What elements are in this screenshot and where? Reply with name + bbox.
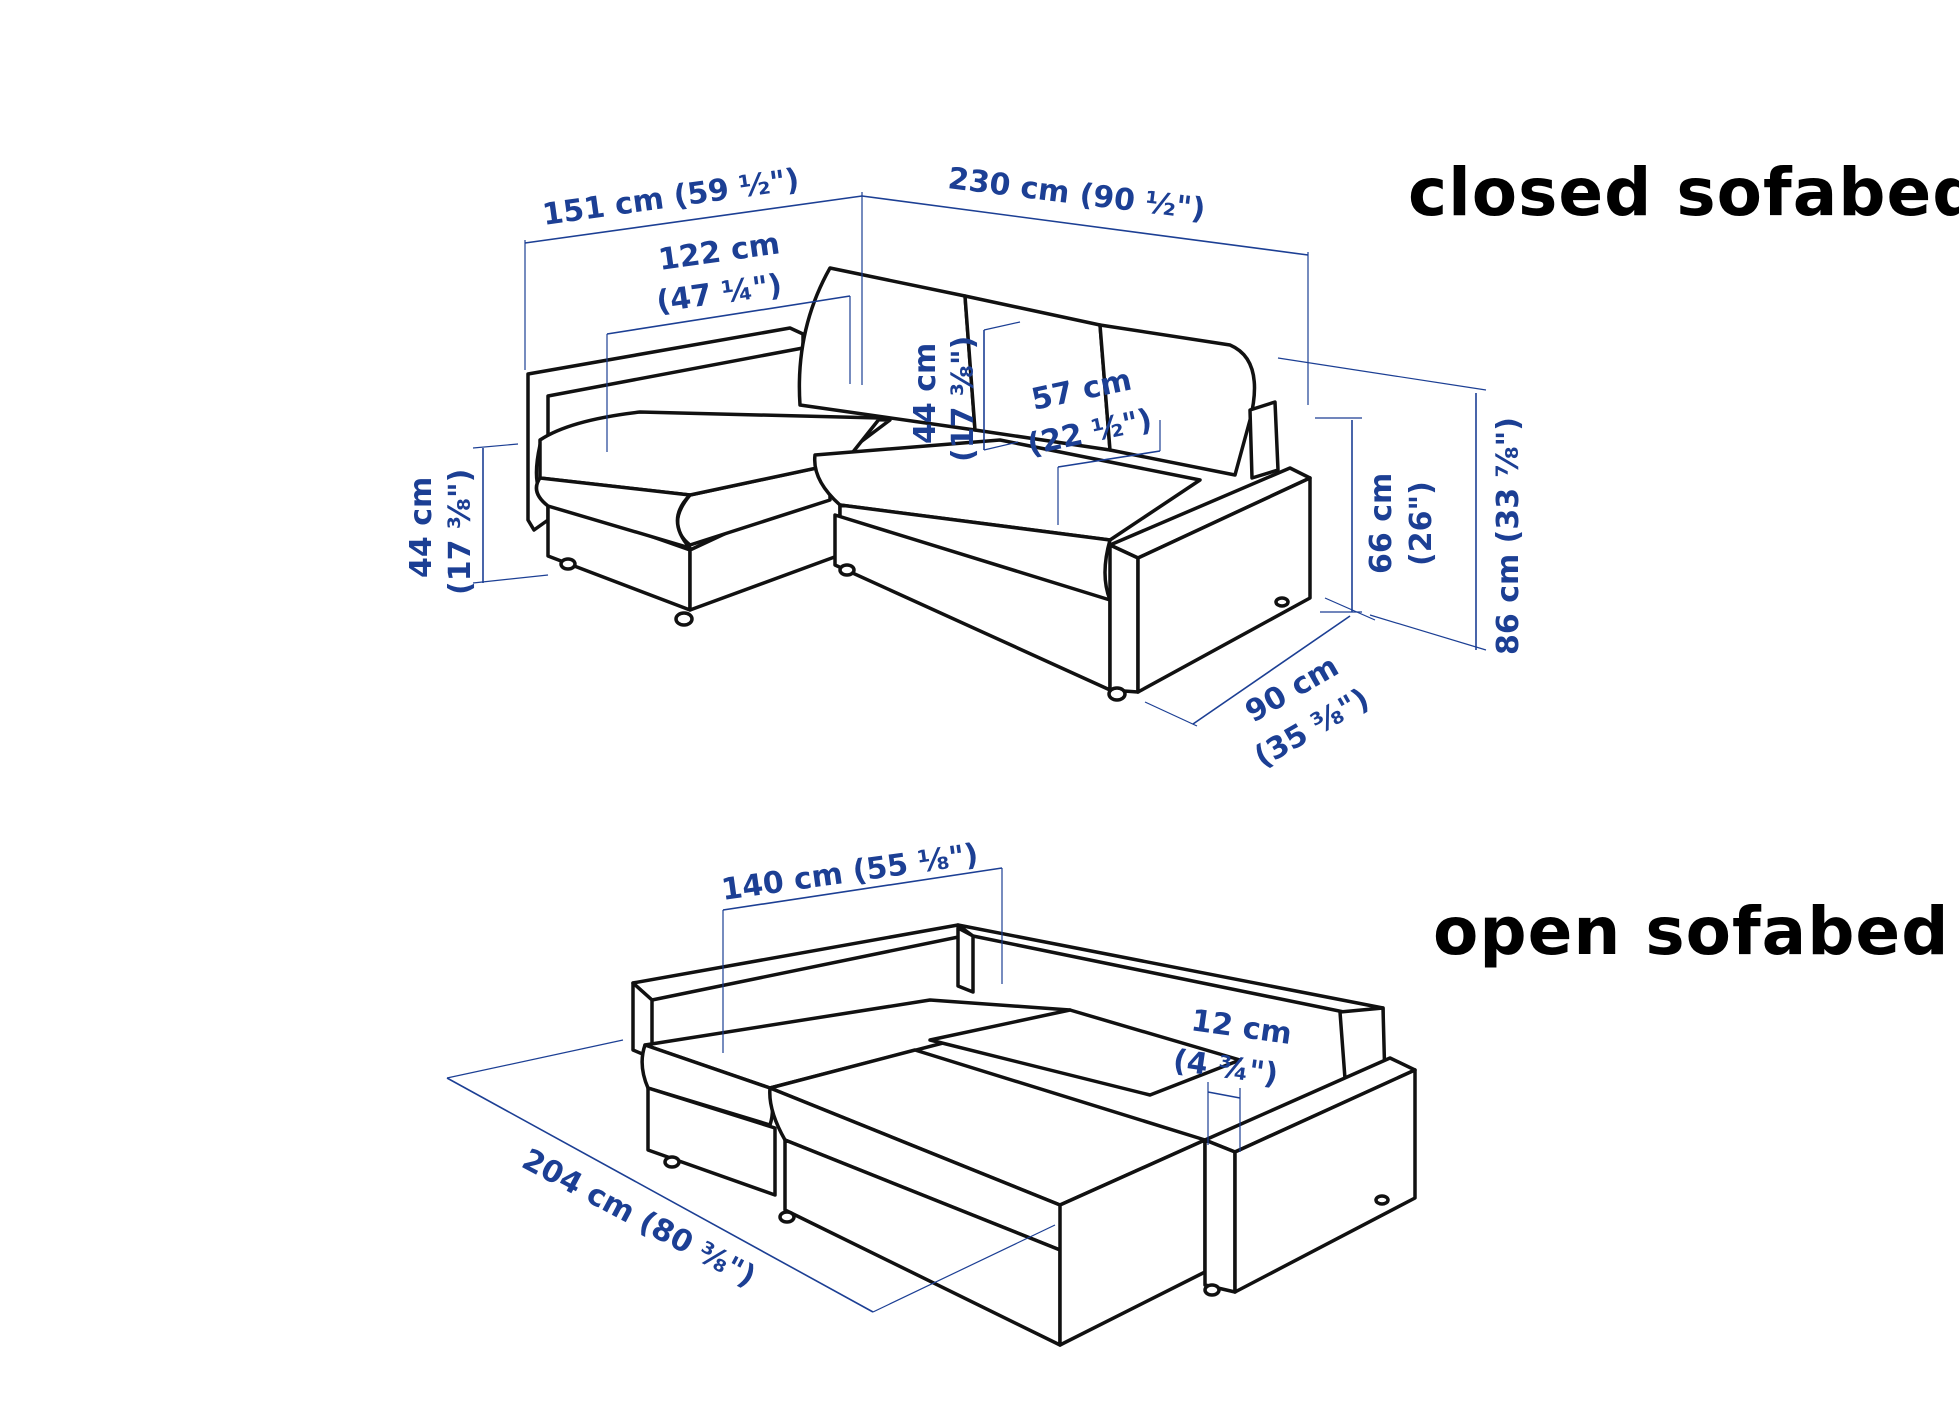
leg <box>1274 596 1290 608</box>
open-left-base <box>646 1086 777 1197</box>
leg <box>663 1155 681 1169</box>
back-cushion-right <box>1098 323 1257 477</box>
closed-dimension-lines <box>472 192 1487 727</box>
open-dimension-lines <box>446 867 1241 1313</box>
chaise-seat-front <box>534 476 692 550</box>
leg <box>1203 1283 1221 1297</box>
open-back-seat <box>928 1008 1242 1097</box>
leg <box>674 611 694 627</box>
dim-66cm-b: (26") <box>1404 481 1439 566</box>
back-cushion-left <box>797 266 977 432</box>
dim-12cm-a: 12 cm <box>1189 1003 1294 1052</box>
open-back-left-top <box>631 923 975 1002</box>
dim-140cm: 140 cm (55 ⅛") <box>719 837 980 908</box>
dim-12cm-b: (4 ¾") <box>1171 1043 1280 1092</box>
closed-sofa-drawing <box>526 266 1312 702</box>
leg <box>778 1210 796 1224</box>
main-seat-top <box>812 438 1202 542</box>
dim-seat-44cm-b: (17 ⅜") <box>443 469 478 595</box>
chaise-armrest <box>526 326 805 532</box>
open-sofabed-caption: open sofabed <box>1433 893 1950 970</box>
dim-86cm: 86 cm (33 ⅞") <box>1491 417 1526 655</box>
leg <box>559 557 577 571</box>
closed-sofabed-caption: closed sofabed <box>1408 154 1959 231</box>
right-armrest-side <box>1136 476 1312 694</box>
back-rest-right-edge <box>1248 400 1280 480</box>
open-armrest-side <box>1233 1068 1417 1294</box>
leg <box>1107 686 1127 702</box>
open-back-corner <box>956 926 975 994</box>
open-armrest-front <box>1203 1138 1237 1294</box>
open-sofa-drawing <box>631 923 1417 1347</box>
dim-back-44cm-a: 44 cm <box>908 343 943 444</box>
leg <box>1374 1194 1390 1206</box>
right-armrest-front <box>1108 543 1140 694</box>
dim-back-44cm-b: (17 ⅜") <box>946 336 981 462</box>
dim-230cm: 230 cm (90 ½") <box>946 161 1207 227</box>
leg <box>838 563 856 577</box>
dim-66cm-a: 66 cm <box>1364 473 1399 574</box>
dim-seat-44cm-a: 44 cm <box>404 477 439 578</box>
